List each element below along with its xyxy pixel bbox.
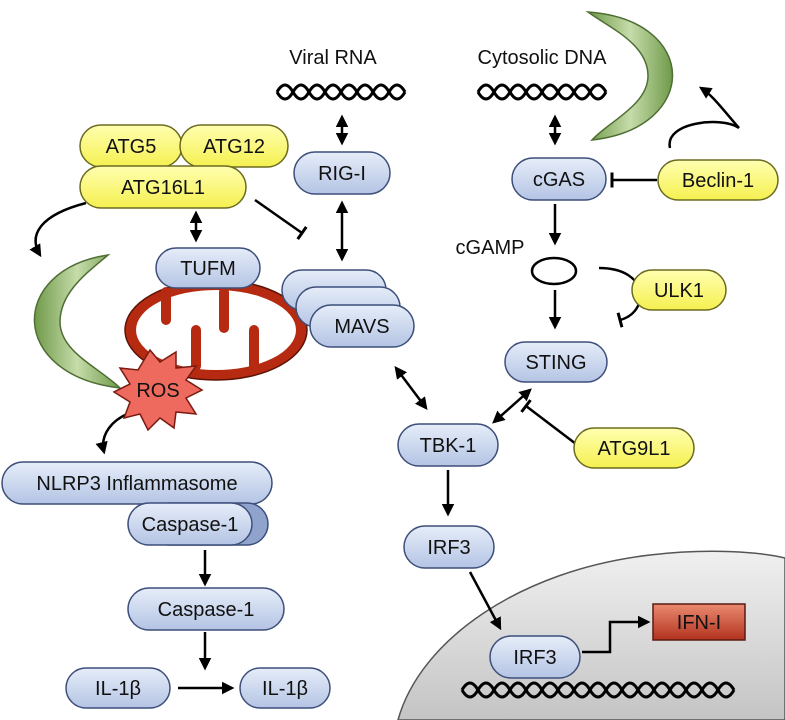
pro-caspase1-label: Caspase-1	[142, 514, 239, 536]
sting-label: STING	[525, 352, 586, 374]
rig-i-node: RIG-I	[293, 151, 391, 195]
rig-i-label: RIG-I	[318, 163, 366, 185]
irf3-nuclear-node: IRF3	[489, 635, 581, 679]
tufm-node: TUFM	[155, 247, 261, 289]
ifn-gene-box: IFN-I	[652, 603, 746, 641]
ros-starburst: ROS	[112, 348, 204, 432]
atg12-label: ATG12	[203, 136, 265, 158]
tufm-label: TUFM	[180, 258, 236, 280]
cgamp-label: cGAMP	[456, 237, 525, 259]
nuclear-dna-strand	[460, 681, 736, 699]
phagophore-membrane-left	[33, 253, 123, 389]
atg5-label: ATG5	[106, 136, 157, 158]
cgas-label: cGAS	[533, 169, 585, 191]
mavs-label: MAVS	[334, 316, 389, 338]
tbk1-label: TBK-1	[420, 435, 477, 457]
sting-node: STING	[504, 341, 608, 383]
cytosolic-dna-strand	[476, 83, 608, 101]
ros-label: ROS	[136, 380, 179, 402]
atg9l1-label: ATG9L1	[598, 438, 671, 460]
pro-il1b-node: IL-1β	[65, 667, 171, 709]
viral-rna-label: Viral RNA	[289, 47, 377, 69]
nlrp3-label: NLRP3 Inflammasome	[36, 473, 237, 495]
atg12-node: ATG12	[179, 124, 289, 168]
beclin1-label: Beclin-1	[682, 170, 754, 192]
atg5-node: ATG5	[79, 124, 183, 168]
atg9l1-node: ATG9L1	[573, 427, 695, 469]
active-caspase1-node: Caspase-1	[127, 587, 285, 631]
viral-rna-strand	[275, 83, 407, 101]
beclin1-node: Beclin-1	[657, 159, 779, 201]
tbk1-node: TBK-1	[397, 423, 499, 467]
mature-il1b-label: IL-1β	[262, 678, 308, 700]
cgamp-molecule	[530, 256, 578, 286]
nucleus	[397, 550, 785, 720]
phagophore-membrane-right	[585, 11, 674, 141]
irf3-nuclear-label: IRF3	[513, 647, 556, 669]
active-caspase1-label: Caspase-1	[158, 599, 255, 621]
cytosolic-dna-label: Cytosolic DNA	[478, 47, 608, 69]
ulk1-label: ULK1	[654, 280, 704, 302]
pro-caspase1-node: Caspase-1	[127, 502, 269, 546]
atg16l1-node: ATG16L1	[79, 165, 247, 209]
ifn-label: IFN-I	[677, 612, 721, 634]
ulk1-node: ULK1	[631, 269, 727, 311]
irf3-label: IRF3	[427, 537, 470, 559]
irf3-node: IRF3	[403, 525, 495, 569]
cgas-node: cGAS	[511, 157, 607, 201]
nlrp3-inflammasome-node: NLRP3 Inflammasome	[1, 461, 273, 505]
pro-il1b-label: IL-1β	[95, 678, 141, 700]
mavs-stack: MAVS	[281, 269, 415, 348]
mature-il1b-node: IL-1β	[239, 667, 331, 709]
atg16l1-label: ATG16L1	[121, 177, 205, 199]
